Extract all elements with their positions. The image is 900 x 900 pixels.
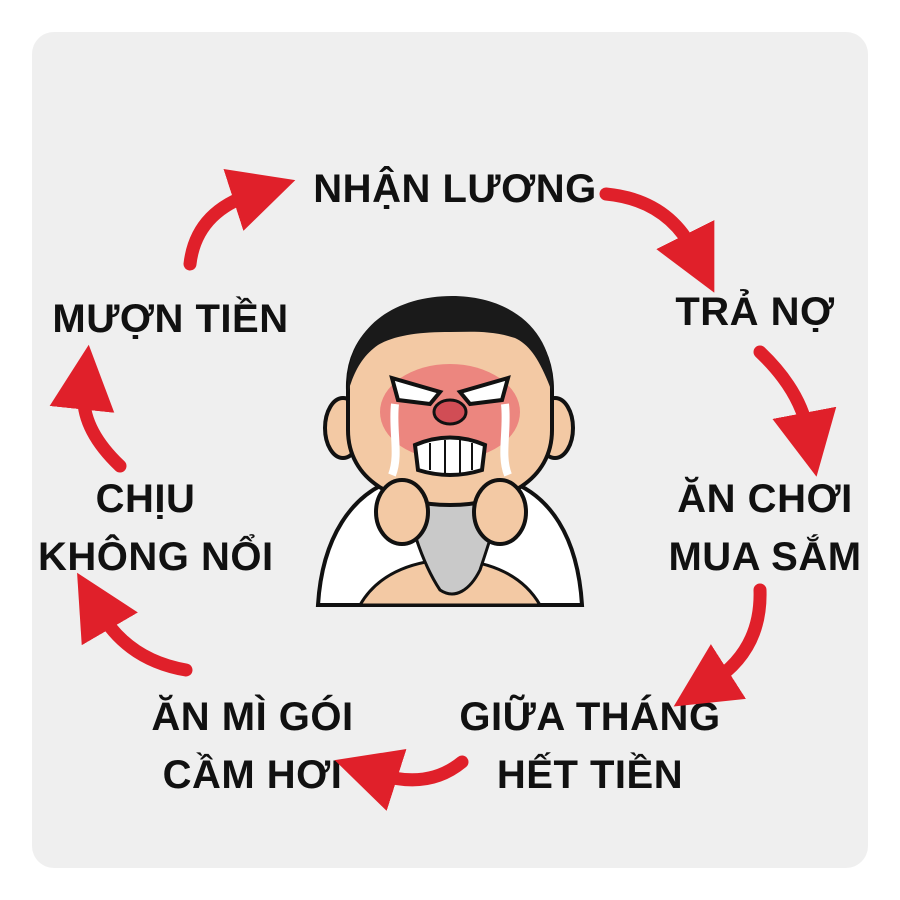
step-label-nhan-luong: NHẬN LƯƠNG (310, 160, 600, 218)
step-label-muon-tien: MƯỢN TIỀN (48, 290, 293, 348)
arrow-an-mi-to-chiu (77, 572, 193, 677)
step-label-line: ĂN CHƠI (677, 477, 853, 521)
step-label-an-mi-goi-cam-hoi: ĂN MÌ GÓI CẦM HƠI (145, 688, 360, 804)
step-label-giua-thang-het-tien: GIỮA THÁNG HẾT TIỀN (455, 688, 725, 804)
step-label-line: KHÔNG NỔI (38, 535, 274, 579)
step-label-line: TRẢ NỢ (675, 290, 835, 334)
arrow-chiu-to-muon-tien (49, 344, 127, 473)
step-label-an-choi-mua-sam: ĂN CHƠI MUA SẮM (660, 470, 870, 586)
step-label-line: CẦM HƠI (162, 753, 343, 797)
arrow-tra-no-to-an-choi (753, 345, 837, 477)
step-label-line: ĂN MÌ GÓI (151, 695, 354, 739)
step-label-line: CHỊU (95, 477, 196, 521)
arrow-nhan-luong-to-tra-no (599, 187, 715, 293)
crying-man-biting-shirt-illustration (315, 296, 585, 607)
step-label-chiu-khong-noi: CHỊU KHÔNG NỔI (38, 470, 274, 586)
arrow-an-choi-to-giua-thang (673, 583, 767, 707)
step-label-tra-no: TRẢ NỢ (660, 283, 850, 341)
step-label-line: NHẬN LƯƠNG (313, 167, 597, 211)
step-label-line: MƯỢN TIỀN (52, 297, 289, 341)
arrow-muon-tien-to-nhan-luong (183, 169, 296, 271)
step-label-line: MUA SẮM (668, 535, 862, 579)
arrow-giua-thang-to-an-mi (334, 748, 469, 811)
step-label-line: HẾT TIỀN (496, 753, 684, 797)
